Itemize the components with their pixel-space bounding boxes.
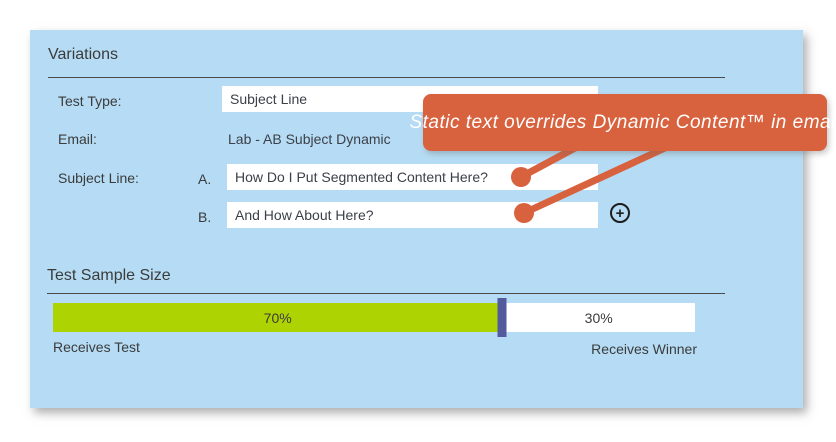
email-label: Email: (58, 131, 97, 147)
subject-line-label: Subject Line: (58, 170, 139, 186)
settings-card: Variations Test Type: Email: Lab - AB Su… (30, 30, 803, 408)
receives-test-caption: Receives Test (53, 339, 140, 355)
test-sample-size-divider (47, 293, 725, 294)
sample-size-bar-green: 70% (53, 303, 503, 332)
sample-size-bar-white: 30% (502, 303, 695, 332)
test-type-label: Test Type: (58, 93, 122, 109)
subject-line-a-input[interactable] (227, 164, 598, 190)
receives-winner-caption: Receives Winner (591, 341, 697, 357)
plus-glyph: + (615, 204, 625, 222)
annotation-callout: Static text overrides Dynamic Content™ i… (409, 94, 836, 151)
add-variation-icon[interactable]: + (610, 203, 630, 223)
sample-size-slider: 70% 30% (53, 298, 695, 337)
receives-winner-percent: 30% (584, 309, 613, 326)
test-sample-size-title: Test Sample Size (47, 267, 171, 284)
variations-divider (48, 77, 725, 78)
annotation-text: Static text overrides Dynamic Content™ i… (409, 111, 836, 133)
sample-size-slider-handle[interactable] (497, 298, 507, 337)
email-value: Lab - AB Subject Dynamic (228, 131, 391, 147)
variation-a-label: A. (198, 171, 212, 187)
variations-section-title: Variations (48, 46, 118, 63)
variation-b-label: B. (198, 209, 212, 225)
subject-line-b-input[interactable] (227, 202, 598, 228)
receives-test-percent: 70% (263, 309, 292, 326)
